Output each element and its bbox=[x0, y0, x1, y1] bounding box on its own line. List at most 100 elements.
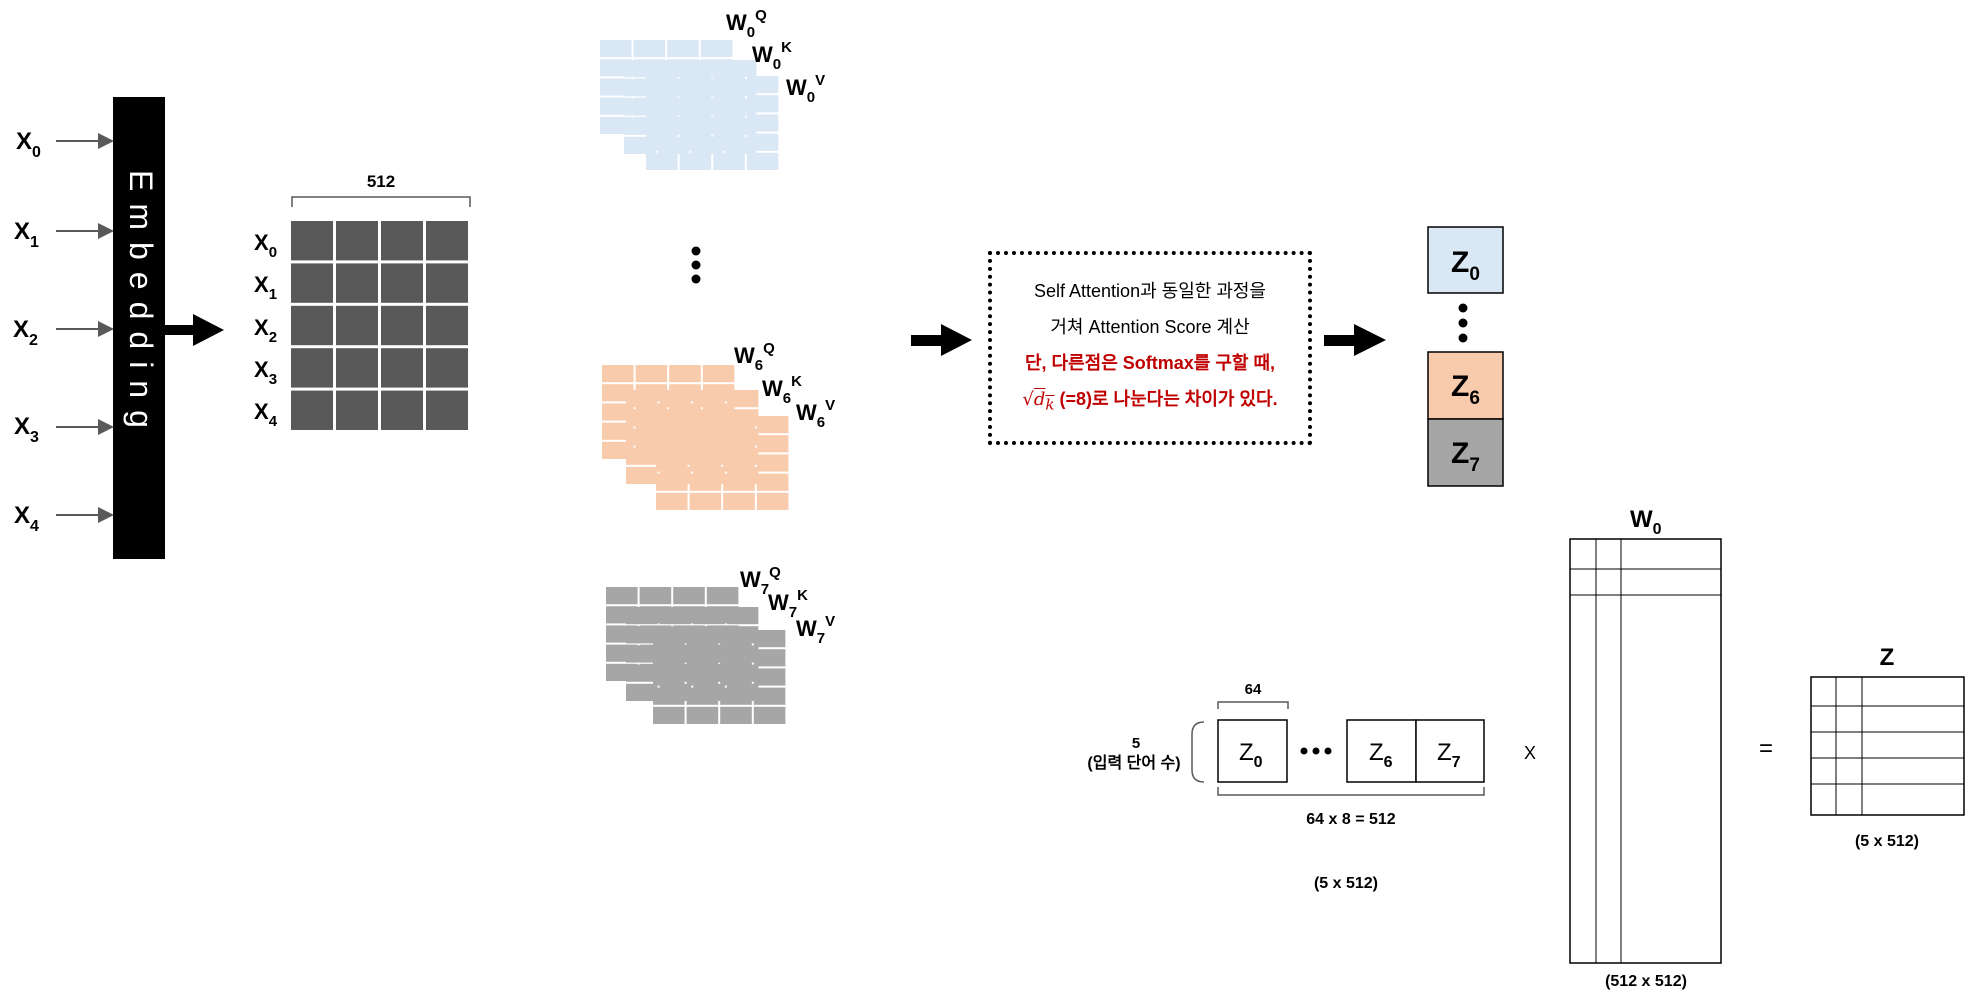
embed-matrix-cell bbox=[426, 348, 468, 388]
embed-matrix-cell bbox=[426, 390, 468, 430]
w6-k-matrix-cell bbox=[626, 466, 658, 484]
w6-v-matrix-cell bbox=[689, 416, 722, 434]
z0-box bbox=[1427, 226, 1504, 294]
w7-q-label: W7Q bbox=[740, 564, 781, 598]
w6-k-matrix-cell bbox=[626, 428, 658, 446]
embedding-block bbox=[113, 97, 165, 559]
w7-v-matrix-cell bbox=[686, 687, 719, 705]
z-output-matrix bbox=[1810, 676, 1965, 816]
w6-v-matrix-cell bbox=[756, 454, 789, 472]
input-x2: X2 bbox=[13, 316, 38, 349]
w6-v-matrix-cell bbox=[656, 473, 688, 491]
w6-q-matrix-cell bbox=[702, 365, 735, 383]
embed-matrix-cell bbox=[291, 305, 333, 346]
w6-v-label: W6V bbox=[796, 397, 835, 431]
w6-v-matrix-cell bbox=[656, 492, 688, 510]
embed-matrix-cell bbox=[381, 221, 423, 261]
w7-q-matrix-cell bbox=[639, 587, 672, 605]
head-7-labels: W7Q W7K W7V bbox=[740, 564, 835, 647]
w7-v-matrix-cell bbox=[686, 630, 719, 648]
w6-q-matrix-cell bbox=[602, 365, 634, 383]
w0-v-matrix-cell bbox=[713, 95, 745, 113]
concat-z7-cell bbox=[1415, 719, 1485, 783]
w6-v-matrix-cell bbox=[723, 492, 755, 510]
w0-v-matrix-cell bbox=[646, 152, 678, 170]
w0-v-matrix bbox=[646, 76, 779, 170]
w6-v-matrix-cell bbox=[723, 435, 755, 453]
embedded-matrix bbox=[291, 221, 468, 430]
z6-box bbox=[1427, 351, 1504, 420]
w0-q-matrix-cell bbox=[600, 97, 632, 115]
z7-label: Z7 bbox=[1451, 437, 1480, 476]
w7-v-matrix-cell bbox=[720, 649, 752, 667]
embed-row-x3: X3 bbox=[254, 357, 277, 388]
embed-matrix-cell bbox=[291, 221, 333, 261]
embed-row-x2: X2 bbox=[254, 315, 277, 346]
w0-v-matrix-cell bbox=[646, 114, 678, 132]
w0-q-label: W0Q bbox=[726, 7, 767, 41]
w0-v-matrix-cell bbox=[679, 152, 712, 170]
w7-k-matrix-cell bbox=[626, 683, 658, 701]
w0-q-matrix-cell bbox=[667, 40, 699, 58]
w6-v-matrix-cell bbox=[656, 435, 688, 453]
w0-v-matrix-cell bbox=[713, 114, 745, 132]
concat-col-bracket bbox=[1217, 701, 1289, 709]
w6-v-matrix bbox=[656, 416, 789, 510]
w7-v-matrix-cell bbox=[653, 706, 685, 724]
w6-q-matrix-cell bbox=[602, 422, 634, 440]
input-x0: X0 bbox=[16, 128, 41, 161]
w0-v-matrix-cell bbox=[679, 76, 712, 94]
multiply-sign: X bbox=[1524, 743, 1536, 763]
w6-q-matrix-cell bbox=[602, 441, 634, 459]
w0-q-matrix-cell bbox=[633, 40, 666, 58]
input-x3: X3 bbox=[14, 413, 39, 446]
heads-ellipsis bbox=[691, 246, 701, 284]
w0-q-matrix-cell bbox=[600, 78, 632, 96]
w6-v-matrix-cell bbox=[656, 454, 688, 472]
equals-sign: = bbox=[1759, 735, 1773, 762]
embed-matrix-cell bbox=[381, 263, 423, 303]
w0-v-matrix-cell bbox=[646, 95, 678, 113]
embed-matrix-cell bbox=[426, 305, 468, 346]
concat-rows-text: (입력 단어 수) bbox=[1087, 753, 1180, 772]
w6-q-matrix-cell bbox=[602, 403, 634, 421]
w0-matrix bbox=[1569, 538, 1722, 964]
concat-z6-label: Z6 bbox=[1369, 739, 1393, 771]
w7-v-matrix-cell bbox=[720, 687, 752, 705]
w7-v-matrix-cell bbox=[753, 706, 786, 724]
w6-v-matrix-cell bbox=[689, 473, 722, 491]
w7-v-matrix-cell bbox=[653, 630, 685, 648]
w0-k-matrix-cell bbox=[624, 60, 656, 78]
embed-matrix-cell bbox=[291, 390, 333, 430]
w7-v-matrix-cell bbox=[653, 649, 685, 667]
embed-width-label: 512 bbox=[367, 172, 395, 191]
w6-v-matrix-cell bbox=[756, 473, 789, 491]
concat-col-label: 64 bbox=[1245, 681, 1262, 698]
z7-box bbox=[1427, 418, 1504, 487]
w7-k-matrix-cell bbox=[626, 626, 658, 644]
concat-rows-num: 5 bbox=[1132, 735, 1140, 752]
w0-v-matrix-cell bbox=[746, 152, 779, 170]
w0-v-matrix-cell bbox=[646, 76, 678, 94]
w7-v-matrix-cell bbox=[753, 687, 786, 705]
w6-k-matrix-cell bbox=[626, 390, 658, 408]
w0-v-matrix-cell bbox=[646, 133, 678, 151]
w7-q-matrix-cell bbox=[606, 587, 638, 605]
w7-v-matrix-cell bbox=[686, 649, 719, 667]
w6-q-matrix-cell bbox=[635, 365, 668, 383]
w7-k-label: W7K bbox=[768, 587, 808, 621]
embed-row-x4: X4 bbox=[254, 399, 278, 430]
w0-q-matrix-cell bbox=[700, 40, 733, 58]
concat-z0-label: Z0 bbox=[1239, 739, 1263, 771]
w6-v-matrix-cell bbox=[656, 416, 688, 434]
w7-v-matrix-cell bbox=[720, 668, 752, 686]
info-line-3: 단, 다른점은 Softmax를 구할 때, bbox=[1024, 353, 1276, 374]
embed-row-x1: X1 bbox=[254, 272, 277, 303]
embed-matrix-cell bbox=[291, 263, 333, 303]
w6-v-matrix-cell bbox=[756, 416, 789, 434]
w6-q-matrix-cell bbox=[602, 384, 634, 402]
w6-v-matrix-cell bbox=[756, 435, 789, 453]
embed-matrix-cell bbox=[336, 390, 378, 430]
w7-k-matrix-cell bbox=[693, 607, 725, 625]
